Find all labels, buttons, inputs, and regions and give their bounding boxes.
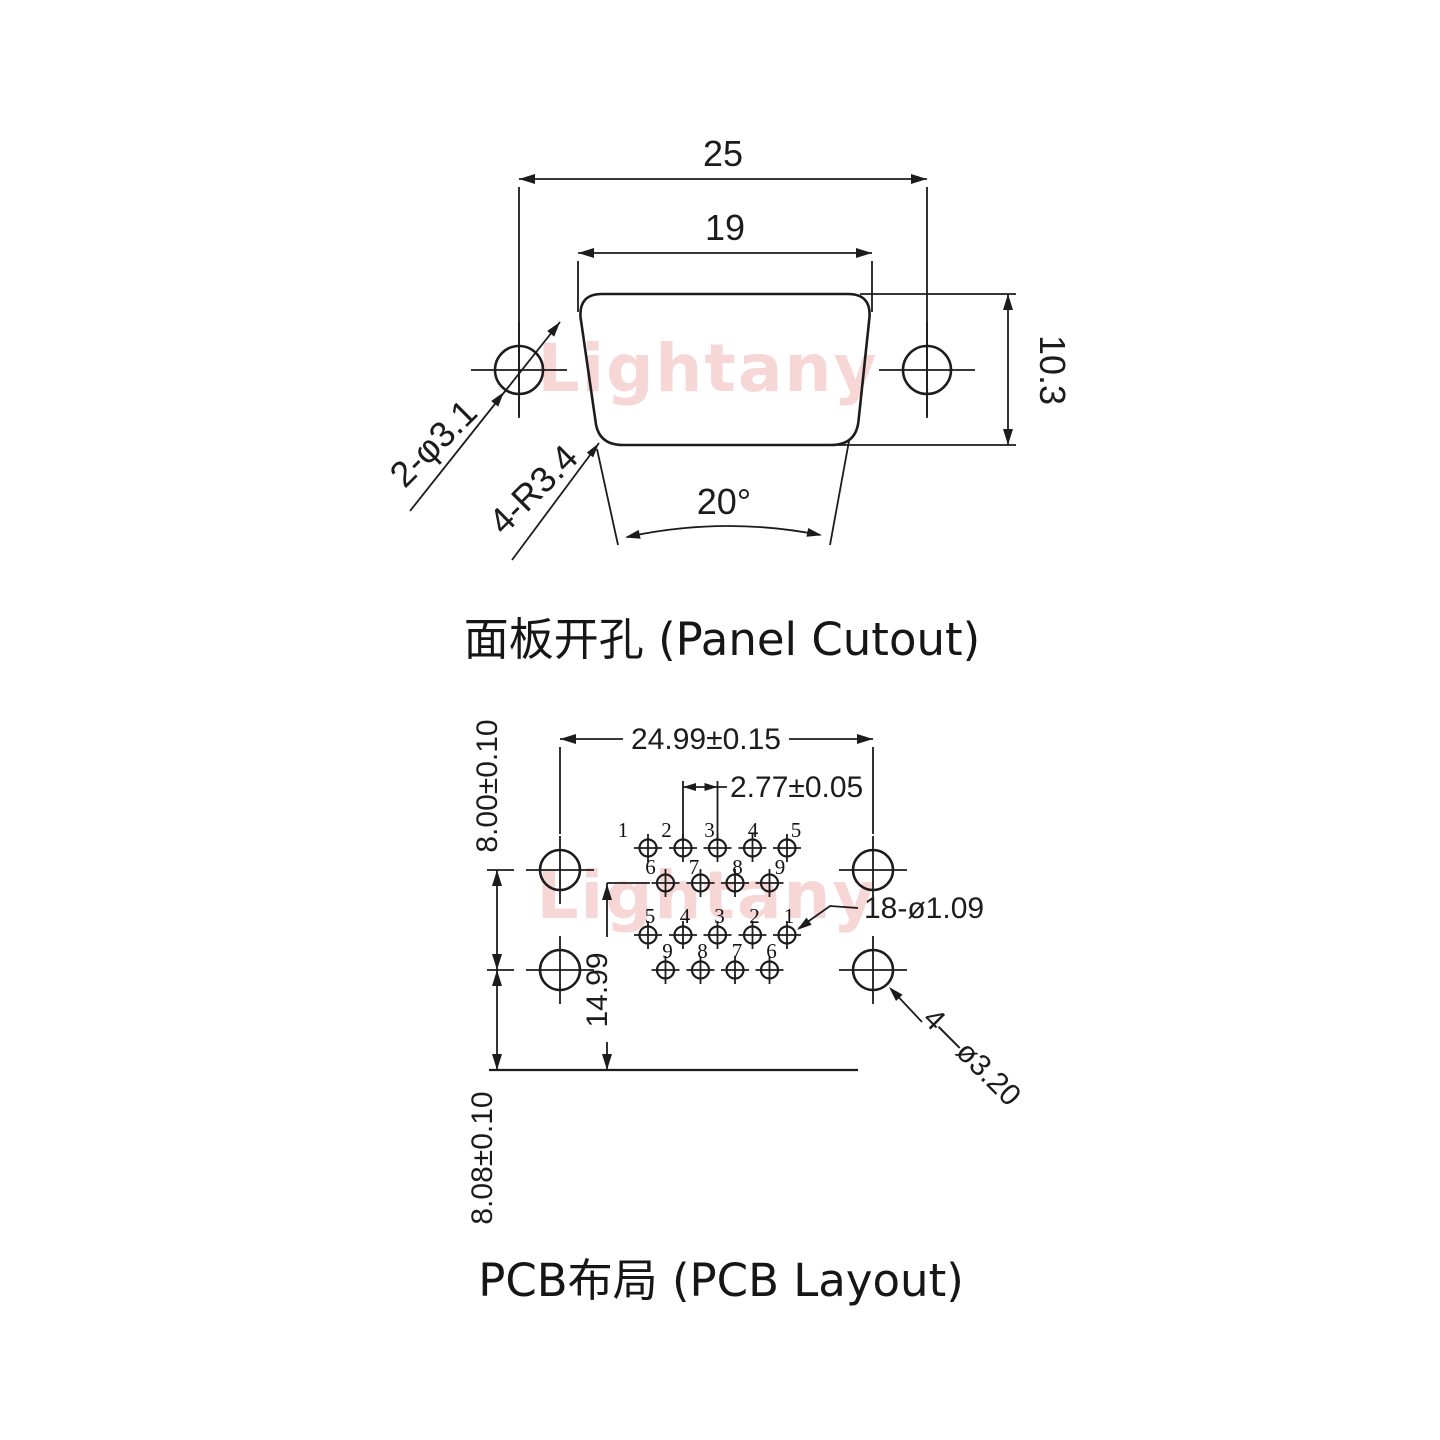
pin-label: 1 — [784, 904, 795, 928]
pin-hole — [669, 921, 697, 949]
pin-label: 2 — [749, 904, 760, 928]
panel-mount-hole-left — [471, 322, 567, 418]
pin-hole — [634, 834, 662, 862]
pin-label: 7 — [732, 939, 743, 963]
pin-row-4: 9 8 7 6 — [651, 939, 784, 984]
panel-mount-hole-right — [879, 322, 975, 418]
dim-mount-holes-pcb-label: 4—ø3.20 — [916, 1002, 1027, 1113]
pin-hole — [634, 921, 662, 949]
pin-hole — [686, 869, 715, 897]
dim-bottom-offset-label: 8.08±0.10 — [466, 1091, 499, 1224]
cutout-outline — [579, 292, 871, 447]
watermark-text-top: Lightany — [537, 330, 878, 407]
pin-hole — [669, 834, 697, 862]
pin-hole — [651, 956, 680, 984]
pin-hole — [721, 869, 749, 897]
dim-inner-width-label: 19 — [705, 207, 745, 248]
dim-row-offset-label: 14.99 — [581, 952, 614, 1027]
dim-pin-pitch-label: 2.77±0.05 — [730, 771, 863, 804]
pin-label: 4 — [680, 904, 691, 928]
dim-side-angle-label: 20° — [697, 481, 751, 522]
dim-bottom-offset: 8.08±0.10 — [466, 970, 502, 1225]
pin-hole — [738, 834, 767, 862]
dim-side-angle: 20° — [596, 440, 850, 546]
pin-label: 1 — [618, 818, 629, 842]
dim-mount-hole-vspan: 8.00±0.10 — [471, 719, 514, 971]
pin-hole — [703, 921, 732, 949]
pin-label: 5 — [645, 904, 656, 928]
dim-mount-hole-vspan-label: 8.00±0.10 — [471, 719, 504, 852]
pin-label: 4 — [748, 818, 759, 842]
pin-hole — [738, 921, 767, 949]
dim-outer-width: 25 — [518, 133, 928, 416]
pin-hole — [651, 869, 680, 897]
dim-row-offset: 14.99 — [581, 882, 650, 1070]
pin-hole — [721, 956, 749, 984]
pin-label: 3 — [714, 904, 725, 928]
panel-cutout-title: 面板开孔 (Panel Cutout) — [464, 613, 980, 666]
dim-mount-hole-span-label: 24.99±0.15 — [631, 723, 781, 756]
pin-hole — [773, 834, 801, 862]
pcb-mount-hole-bottom-left — [526, 936, 594, 1004]
pcb-mount-hole-bottom-right — [839, 936, 907, 1004]
pcb-mount-hole-top-right — [839, 836, 907, 904]
pin-row-3: 5 4 3 2 1 — [634, 904, 801, 949]
pcb-mount-hole-top-left — [526, 836, 594, 904]
pin-label: 3 — [704, 818, 715, 842]
pin-label: 9 — [662, 939, 673, 963]
pin-label: 2 — [661, 818, 672, 842]
pin-label: 6 — [645, 855, 656, 879]
pin-row-2: 6 7 8 9 — [645, 855, 785, 897]
leader-mount-holes-pcb: 4—ø3.20 — [889, 987, 1027, 1113]
pin-hole — [686, 956, 715, 984]
pin-hole — [755, 869, 784, 897]
leader-corner-radius: 4-R3.4 — [480, 436, 600, 561]
pin-label: 8 — [732, 855, 743, 879]
dim-pin-pitch: 2.77±0.05 — [682, 771, 863, 839]
dim-corner-radius-label: 4-R3.4 — [480, 436, 585, 541]
dim-mount-holes-label: 2-φ3.1 — [381, 391, 485, 495]
pin-hole — [755, 956, 784, 984]
pin-hole — [703, 834, 732, 862]
pin-label: 6 — [766, 939, 777, 963]
pin-label: 8 — [697, 939, 708, 963]
pin-label: 7 — [689, 855, 700, 879]
pin-hole — [773, 921, 801, 949]
pin-row-1: 1 2 3 4 5 — [618, 818, 802, 862]
dim-height-label: 10.3 — [1032, 335, 1073, 405]
pin-label: 5 — [791, 818, 802, 842]
dim-inner-width: 19 — [577, 207, 873, 312]
pin-label: 9 — [775, 855, 786, 879]
dim-pin-holes-label: 18-ø1.09 — [864, 892, 984, 925]
dim-mount-hole-span: 24.99±0.15 — [559, 723, 874, 834]
watermark-text-bottom: Lightany — [536, 857, 877, 934]
dim-height: 10.3 — [838, 293, 1073, 446]
leader-pin-holes: 18-ø1.09 — [797, 892, 984, 930]
pcb-layout-drawing: 24.99±0.15 2.77±0.05 8.00±0.10 8.08±0.10 — [466, 719, 1027, 1307]
dim-outer-width-label: 25 — [703, 133, 743, 174]
pcb-layout-title: PCB布局 (PCB Layout) — [478, 1254, 964, 1307]
